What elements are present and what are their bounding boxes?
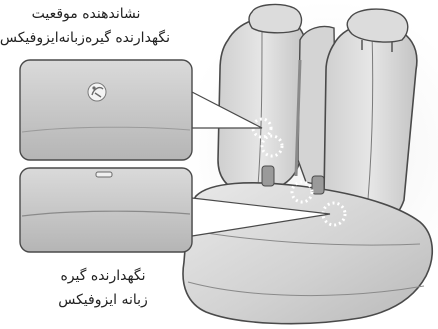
bottom-inset-frame: [20, 168, 192, 252]
isofix-anchor-bracket: [96, 172, 112, 177]
isofix-position-indicator-label: نشاندهنده موقعیت نگهدارنده گیره‌زبانه‌ای…: [2, 0, 170, 50]
left-headrest: [249, 5, 301, 33]
isofix-anchor-label: نگهدارنده گیره زبانه ایزوفیکس: [38, 264, 168, 312]
label-line: نشاندهنده موقعیت: [2, 2, 170, 26]
seat-belt-buckle: [262, 166, 274, 186]
label-line: نگهدارنده گیره: [38, 264, 168, 288]
top-inset-frame: [20, 60, 192, 160]
label-line: زبانه ایزوفیکس: [38, 288, 168, 312]
label-line: نگهدارنده گیره‌زبانه‌ایزوفیکس: [2, 26, 170, 50]
isofix-indicator-icon: [88, 83, 106, 101]
seat-belt-buckle: [312, 176, 324, 194]
right-headrest: [347, 9, 408, 42]
